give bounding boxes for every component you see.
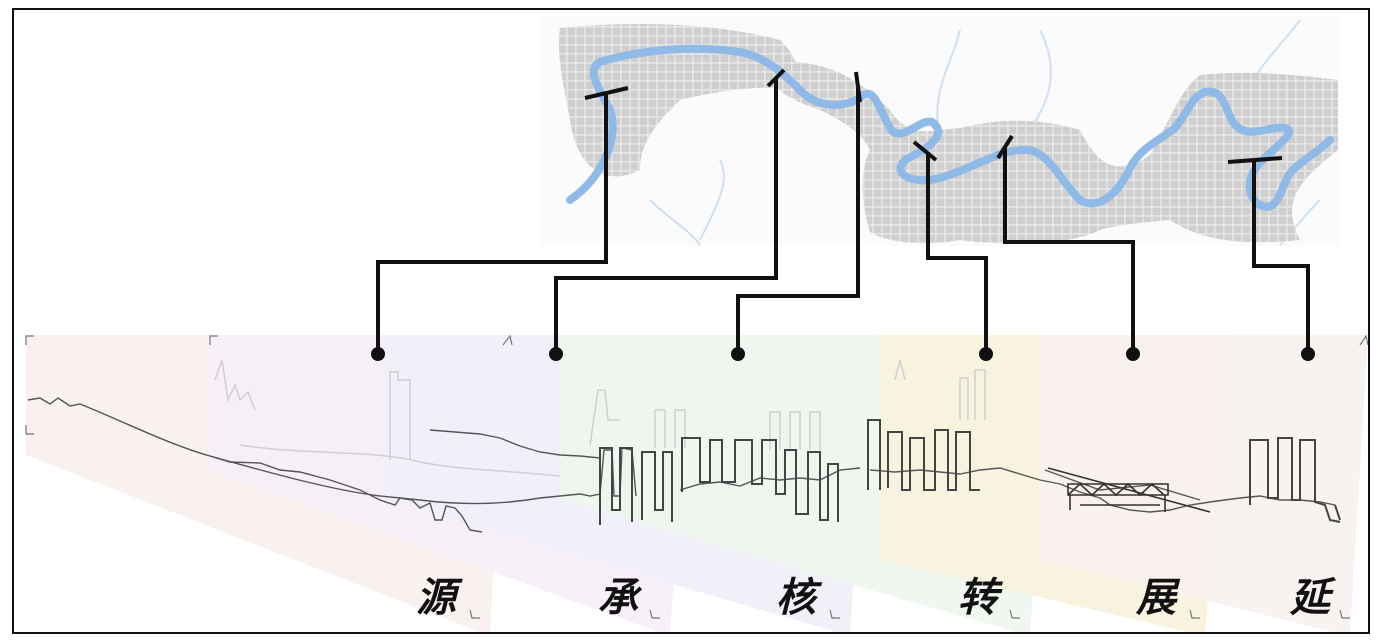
city-map [540, 16, 1340, 246]
leader-yuan [371, 86, 629, 361]
section-label-yan: 延 [1290, 574, 1330, 621]
leader-cheng [549, 68, 786, 361]
panel-corner-marks [25, 334, 1368, 619]
diagram-frame: 源 承 核 转 展 延 [12, 8, 1370, 634]
leader-zhuan [912, 140, 993, 361]
section-label-he: 核 [776, 574, 816, 621]
section-leaders [371, 68, 1315, 361]
leader-yan [1227, 156, 1315, 361]
section-label-zhan: 展 [1136, 574, 1176, 621]
diagram-canvas [25, 16, 1368, 632]
panel-yan [1040, 335, 1368, 632]
bridge-profile [1047, 467, 1211, 513]
building-profiles [599, 419, 1341, 525]
section-label-zhuan: 转 [958, 574, 998, 621]
river [566, 44, 1334, 211]
faint-skyline [214, 359, 986, 477]
section-label-cheng: 承 [598, 574, 638, 621]
section-label-yuan: 源 [416, 574, 456, 621]
leader-he [731, 71, 862, 361]
leader-zhan [996, 134, 1140, 361]
